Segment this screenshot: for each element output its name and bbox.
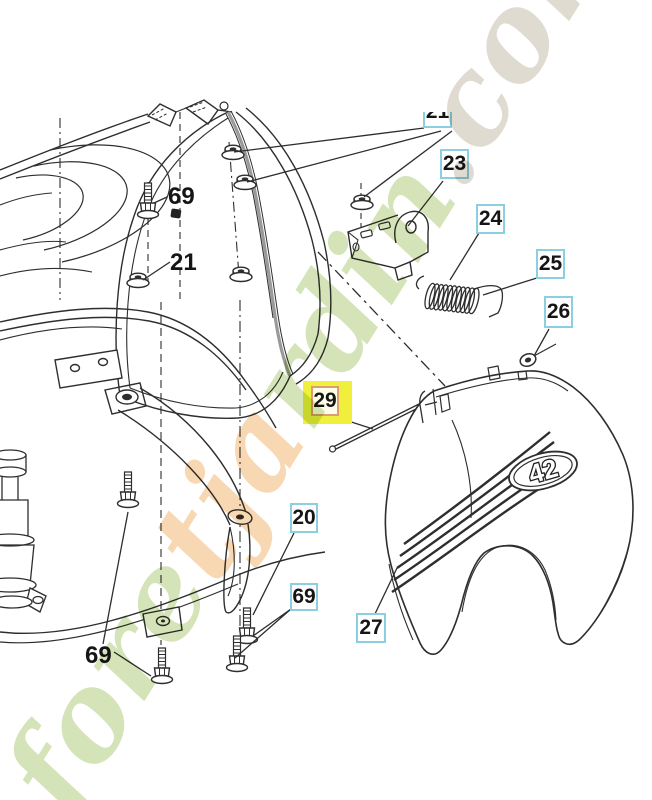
mower-deck-drawing: [0, 99, 332, 429]
deck-skirt-edge-drawing: [0, 551, 326, 644]
leader-lines: [102, 127, 550, 677]
spindle-assembly-drawing: [0, 449, 47, 613]
part-label-27: 27: [356, 613, 386, 643]
rod-part-29-drawing: [328, 399, 432, 453]
part-label-29-highlight: 29: [303, 381, 352, 424]
baffle-part-20-drawing: [104, 382, 253, 614]
washer-part-26-drawing: [519, 352, 537, 368]
part-label-23: 23: [440, 149, 469, 179]
part-label-24: 24: [476, 204, 505, 234]
part-label-29: 29: [311, 386, 339, 416]
washer-link-line: [533, 343, 557, 357]
part-label-21-deck: 21: [170, 249, 197, 276]
part-label-21-top: 21: [423, 112, 452, 128]
part-label-69-bottom: 69: [85, 642, 112, 669]
part-label-69-deck: 69: [168, 183, 195, 210]
discharge-cover-part-27-drawing: 42: [384, 365, 634, 655]
part-label-25: 25: [536, 249, 565, 279]
bracket-part-23-drawing: [347, 210, 429, 281]
part-label-69-boxed: 69: [290, 583, 318, 611]
part-label-26: 26: [544, 296, 573, 328]
deck-centerlines: [59, 112, 446, 648]
part-label-21-top-clipped: 21: [423, 112, 452, 130]
part-label-20: 20: [290, 503, 318, 533]
spring-part-25-drawing: [415, 275, 504, 318]
cover-emblem-42: 42: [508, 450, 578, 492]
